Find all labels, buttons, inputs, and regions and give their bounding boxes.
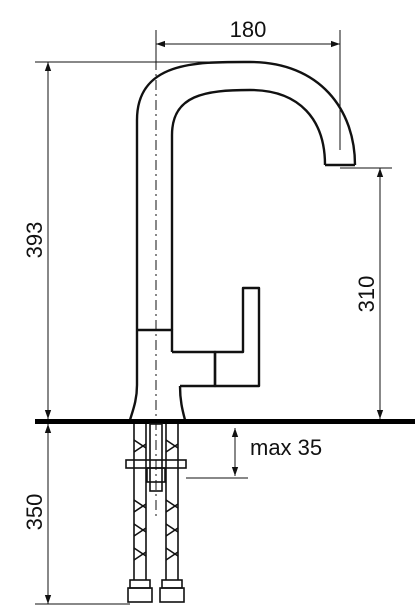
- mounting-stud: [149, 423, 163, 492]
- hose-left: [127, 424, 153, 603]
- dimension-label-counter-thickness: max 35: [250, 435, 322, 460]
- dimension-label-spout-clearance: 310: [354, 276, 379, 313]
- fixing-nut: [146, 467, 166, 483]
- lever-handle: [213, 286, 261, 388]
- spout-inner-contour: [170, 88, 327, 330]
- dimension-spout-clearance: [340, 167, 392, 419]
- faucet-base: [128, 330, 139, 421]
- dimension-label-spout-reach: 180: [230, 17, 267, 42]
- spout-outer-contour: [135, 60, 357, 330]
- faucet-body-collar: [137, 328, 174, 352]
- under-counter-assembly: [125, 423, 187, 603]
- dimension-hose-length: [35, 424, 130, 605]
- dimension-overall-height: [35, 61, 250, 419]
- faucet-base-right: [178, 385, 187, 421]
- lever-mount: [172, 350, 217, 388]
- dimension-spout-reach: [155, 30, 341, 150]
- dimension-label-hose-length: 350: [22, 494, 47, 531]
- dimension-label-overall-height: 393: [22, 222, 47, 259]
- counter-top: [35, 419, 415, 424]
- faucet-outline: [128, 60, 357, 421]
- hose-right: [159, 424, 185, 603]
- dimension-counter-thickness: [186, 428, 248, 479]
